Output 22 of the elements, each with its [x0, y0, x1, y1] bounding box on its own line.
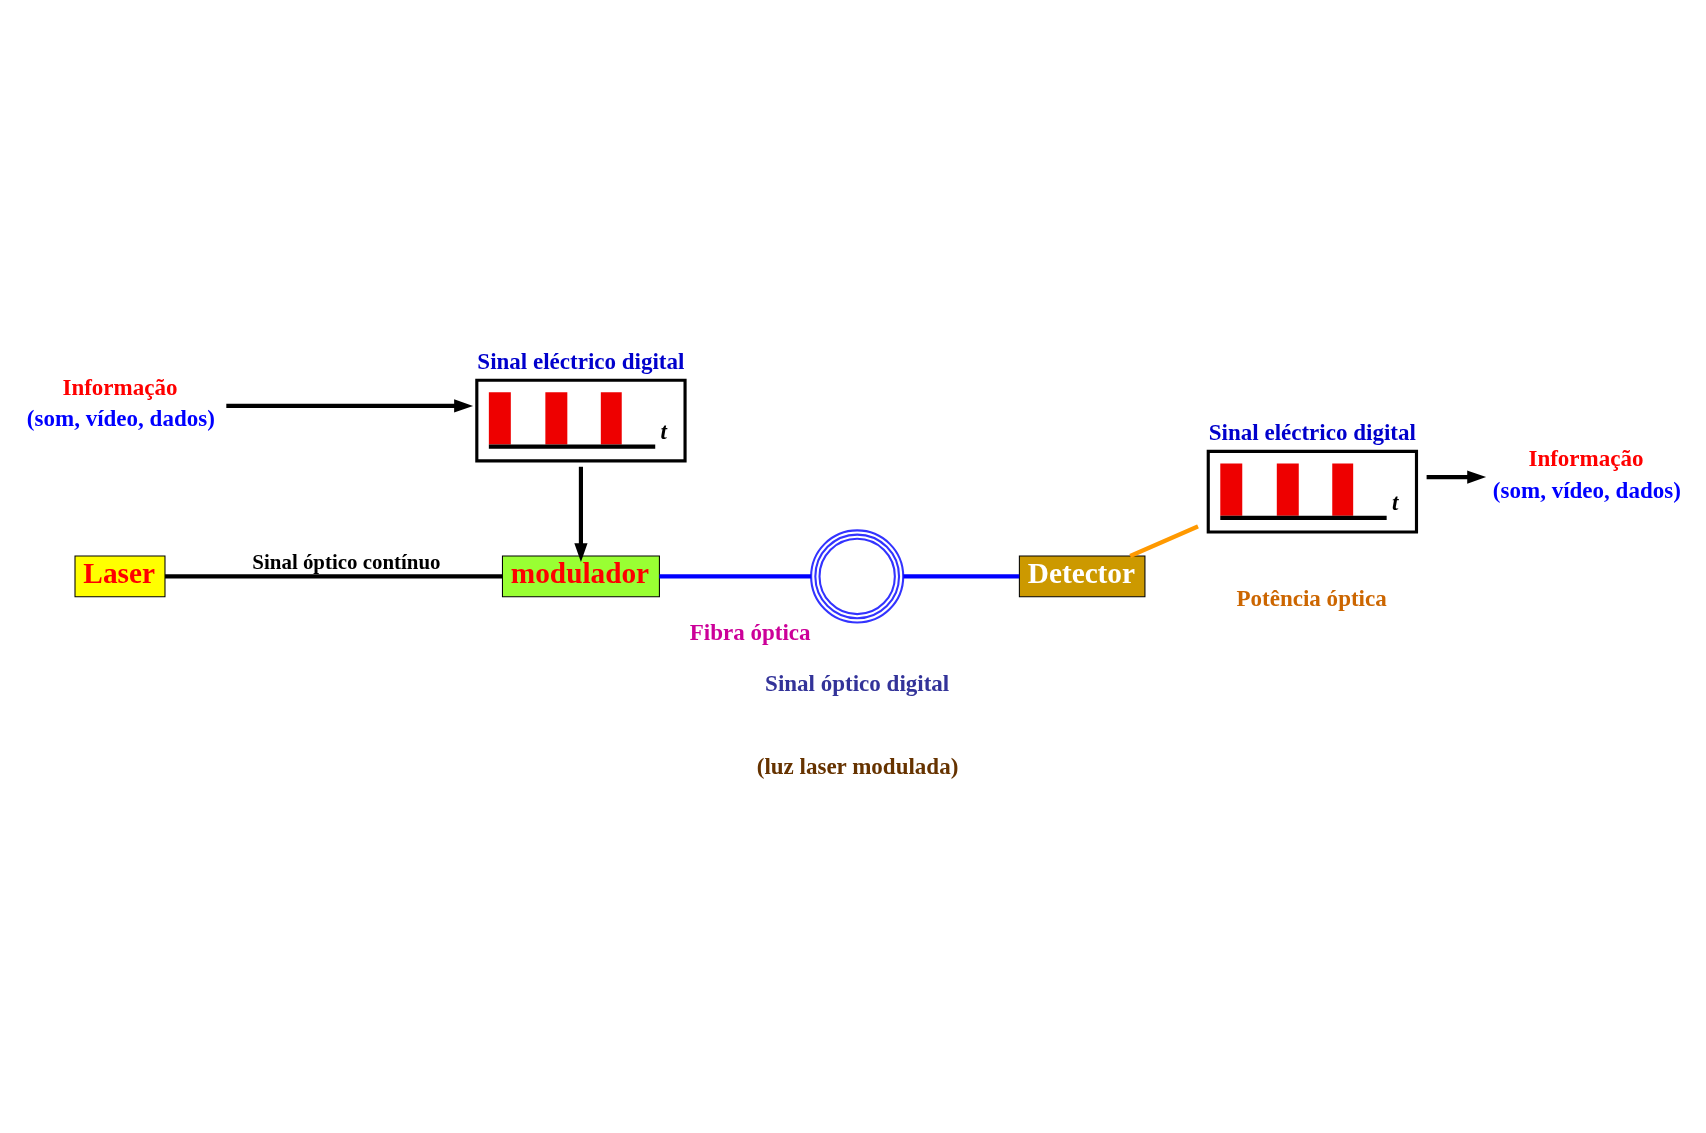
connector: [659, 574, 811, 579]
node-circle: [810, 529, 905, 624]
arrow: [1426, 470, 1487, 484]
node-box: modulador: [501, 555, 660, 598]
node-label: Fibra óptica: [689, 618, 811, 645]
node-text: Informação (som, vídeo, dados): [26, 373, 215, 432]
node-box: t: [1206, 449, 1419, 534]
label: Potência óptica: [1236, 585, 1387, 612]
label: Sinal óptico digital: [765, 670, 950, 697]
edge-label: Sinal óptico contínuo: [252, 550, 441, 575]
node-box: t: [475, 378, 687, 463]
connector: [165, 574, 503, 579]
node-label: Sinal eléctrico digital: [477, 347, 685, 374]
label: (luz laser modulada): [756, 752, 959, 779]
connector: [903, 574, 1020, 579]
arrow: [226, 399, 474, 413]
connector: [1129, 524, 1199, 558]
arrow: [574, 466, 588, 563]
node-box: Detector: [1018, 555, 1146, 598]
node-label: Sinal eléctrico digital: [1208, 418, 1416, 445]
node-box: Laser: [74, 555, 166, 598]
node-text: Informação (som, vídeo, dados): [1492, 445, 1681, 503]
